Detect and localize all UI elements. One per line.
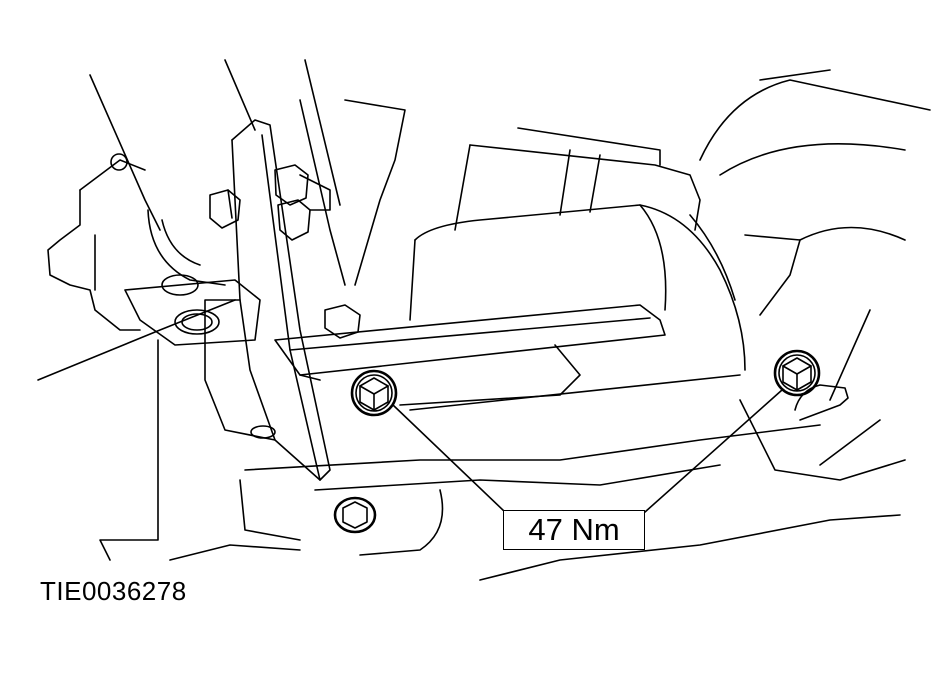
left-housing-outline — [37, 59, 346, 561]
plate-bolt-middle — [274, 164, 331, 241]
support-bar — [274, 304, 666, 381]
figure-id-label: TIE0036278 — [40, 576, 187, 606]
plate-bolt-upper — [209, 189, 241, 229]
torque-callout-label: 47 Nm — [503, 510, 645, 550]
left-torque-bolt — [350, 369, 398, 417]
mount-plate — [204, 119, 331, 481]
right-housing-outline — [699, 69, 931, 481]
cylinder-housing — [344, 99, 746, 371]
callout-leader-lines — [392, 389, 783, 513]
lower-bolt — [333, 496, 377, 534]
right-torque-bolt — [773, 349, 821, 397]
left-bracket — [124, 274, 261, 346]
